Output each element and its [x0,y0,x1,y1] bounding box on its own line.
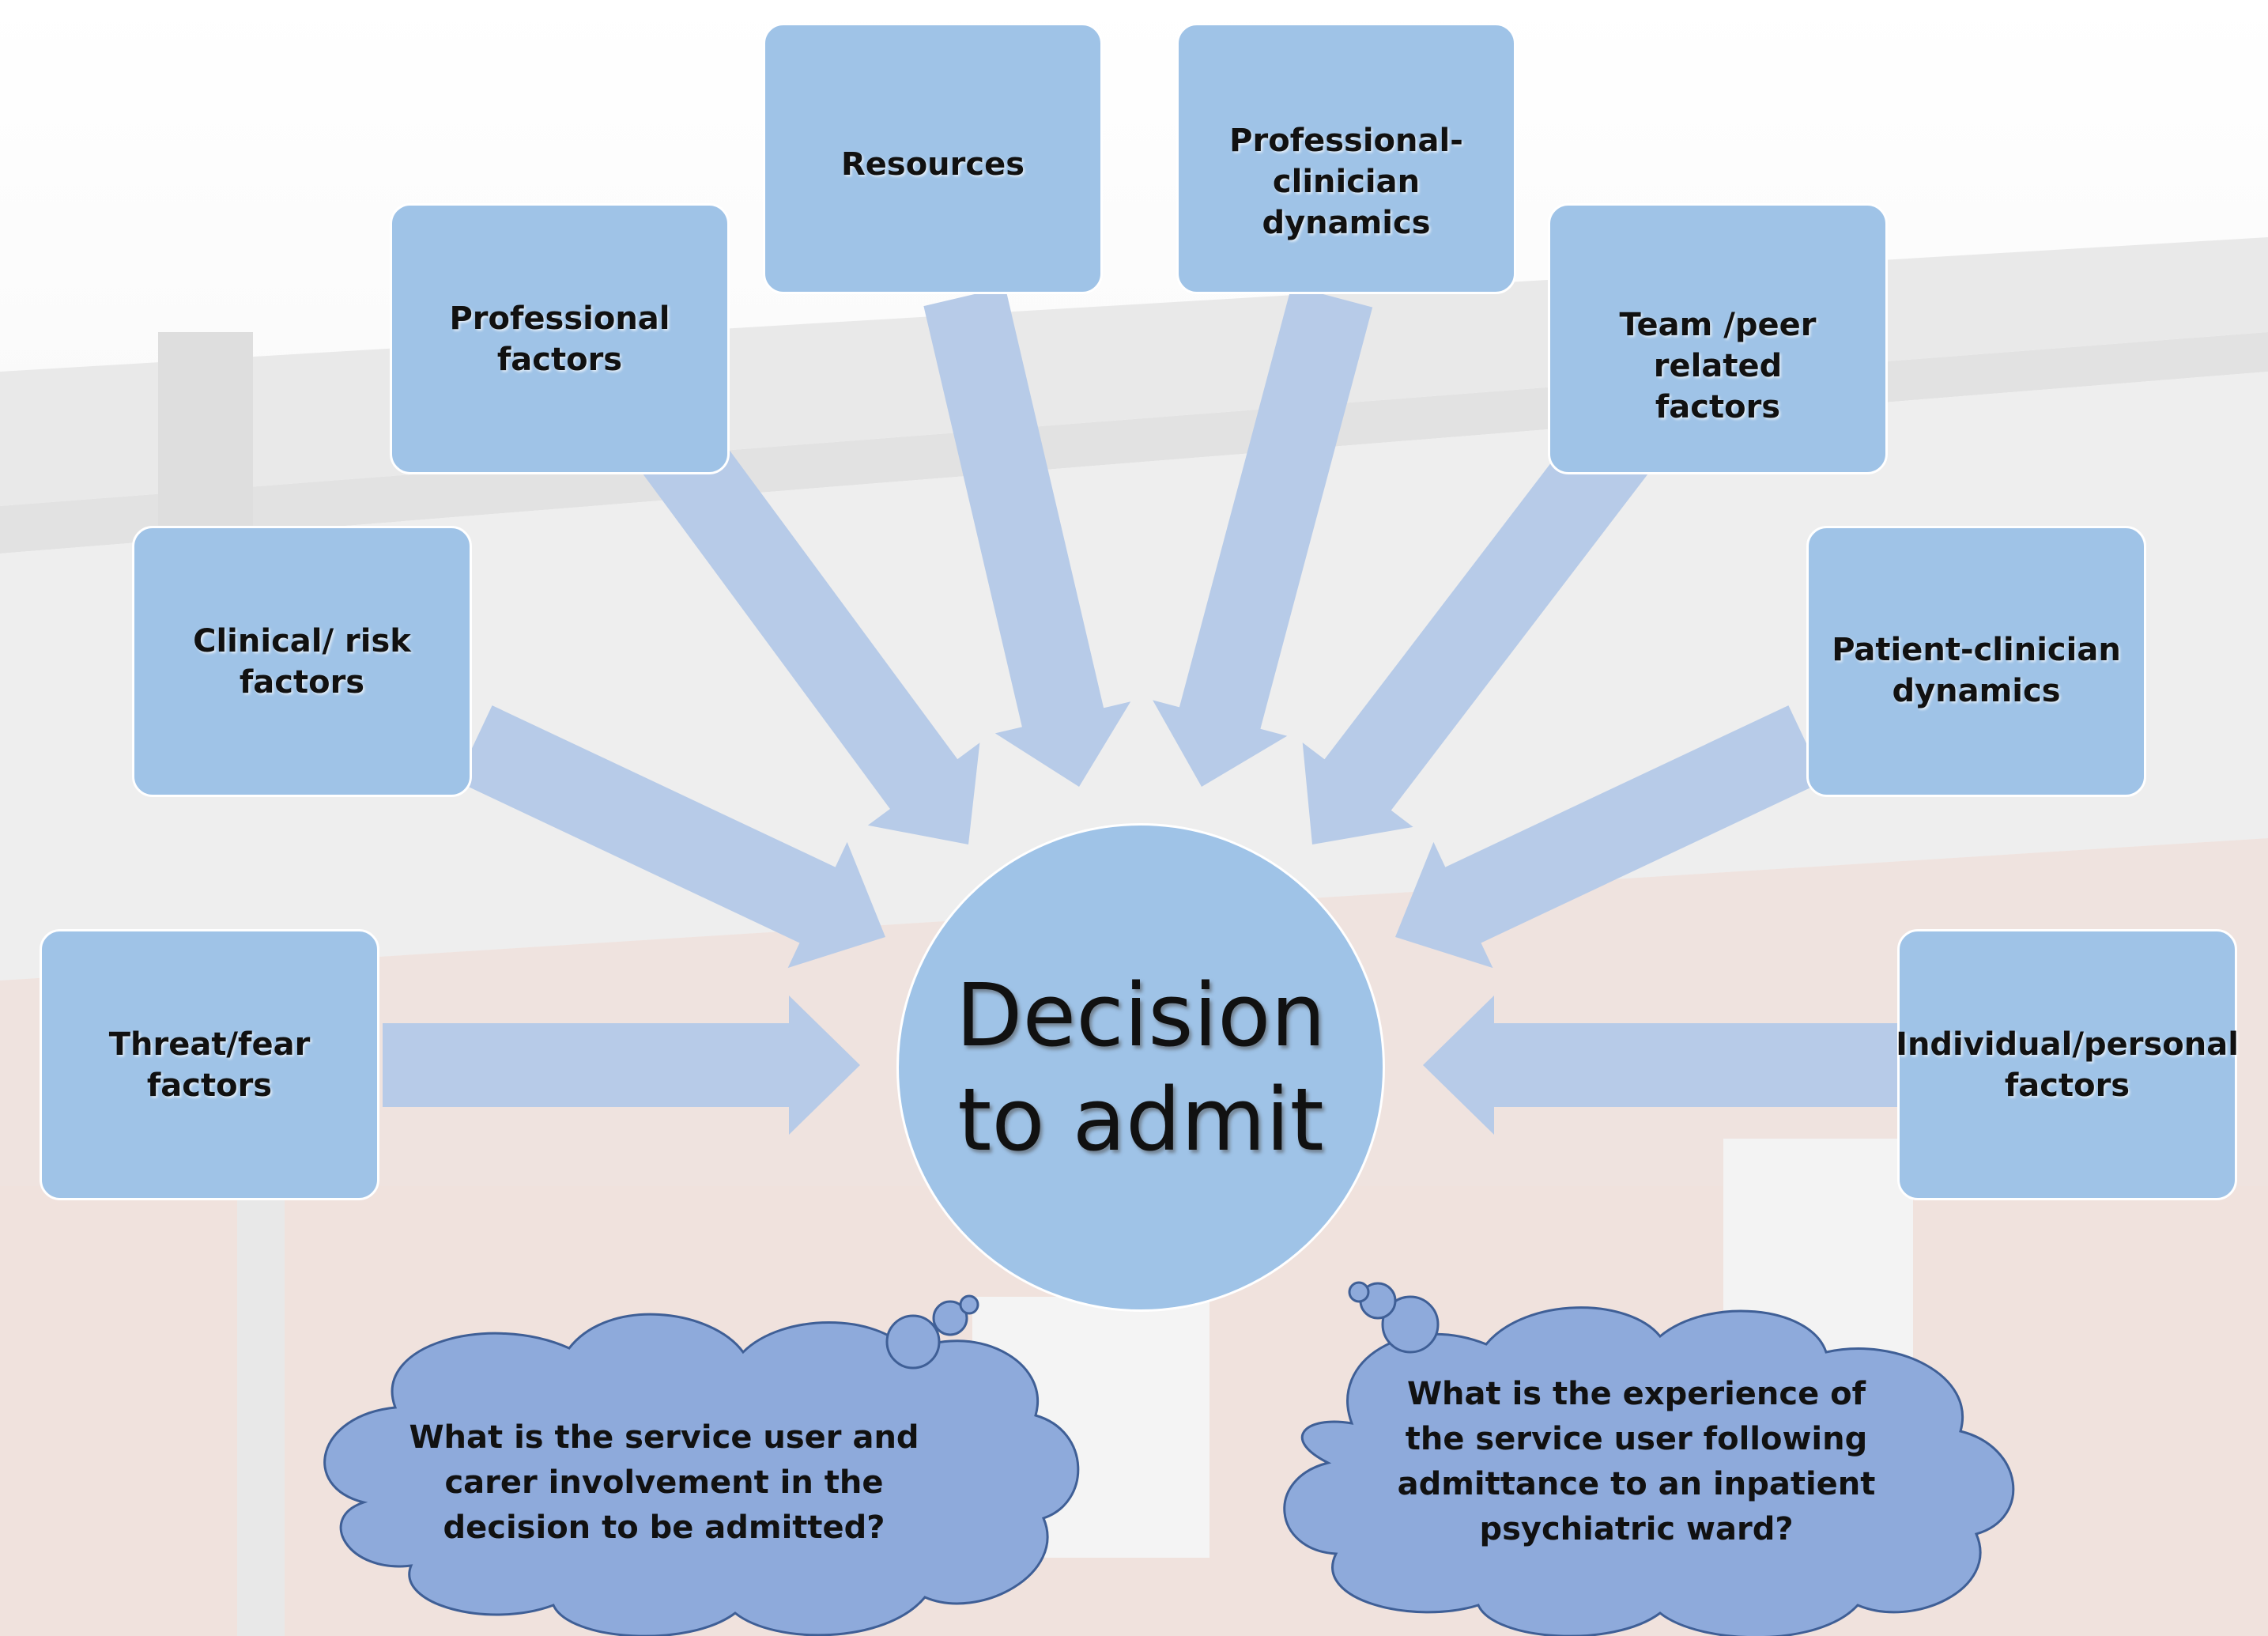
arrow-resources [923,286,1131,787]
arrow-clinical-risk [456,705,885,969]
factor-box-threat-fear: Threat/fear factors [40,929,379,1200]
arrow-individual-personal [1423,996,1897,1135]
factor-box-professional-clinician: Professional- clinician dynamics [1176,23,1516,294]
arrow-patient-clinician [1395,705,1825,969]
factor-label-individual-personal: Individual/personal factors [1896,1026,2239,1104]
factor-box-resources: Resources [763,23,1103,294]
clouds-layer [323,1281,2015,1636]
factor-label-clinical-risk: Clinical/ risk factors [193,622,411,701]
decision-circle: Decision to admit [896,823,1385,1312]
factor-box-clinical-risk: Clinical/ risk factors [132,526,472,797]
arrows-layer [383,285,1897,1135]
cloud-right-text: What is the experience of the service us… [1397,1376,1876,1547]
decision-label: Decision to admit [955,965,1326,1170]
cloud-left-bubble-1 [885,1314,941,1370]
cloud-left-bubble-3 [959,1294,979,1315]
arrow-team-peer [1302,417,1653,844]
thought-cloud-left [323,1294,1080,1636]
cloud-right-bubble-1 [1381,1295,1440,1354]
thought-cloud-right [1283,1281,2015,1636]
cloud-right-bubble-3 [1348,1281,1370,1303]
factor-box-individual-personal: Individual/personal factors [1896,929,2239,1200]
arrow-professional-clinician [1153,285,1373,787]
cloud-left-text: What is the service user and carer invol… [409,1419,919,1546]
cloud-right-shape [1283,1306,2015,1636]
factor-box-patient-clinician: Patient-clinician dynamics [1806,526,2146,797]
factor-box-professional: Professional factors [390,203,730,474]
factor-label-threat-fear: Threat/fear factors [108,1026,311,1104]
arrow-professional [638,418,980,844]
factor-label-professional-clinician: Professional- clinician dynamics [1229,123,1463,241]
factor-label-team-peer: Team /peer related factors [1619,307,1817,425]
factor-label-resources: Resources [840,146,1025,183]
cloud-left-bubble-2 [932,1300,968,1336]
arrow-threat-fear [383,996,860,1135]
cloud-left-shape [323,1313,1080,1636]
factor-label-patient-clinician: Patient-clinician dynamics [1832,632,2121,709]
factor-label-professional: Professional factors [449,300,670,378]
factor-box-team-peer: Team /peer related factors [1548,203,1888,474]
